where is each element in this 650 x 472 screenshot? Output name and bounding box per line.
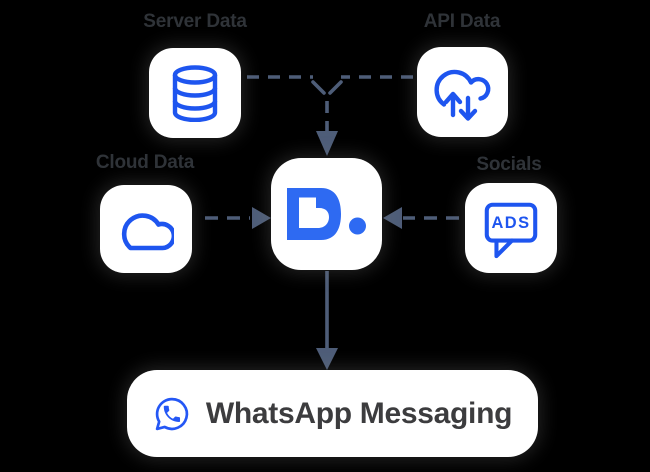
database-icon — [172, 65, 218, 122]
whatsapp-messaging-label: WhatsApp Messaging — [205, 396, 513, 430]
api-data-node — [417, 47, 508, 137]
cloud-icon — [121, 213, 174, 251]
api-data-label: API Data — [423, 11, 501, 32]
socials-label: Socials — [476, 154, 542, 175]
server-data-label: Server Data — [143, 11, 247, 32]
ads-bubble-text: ADS — [491, 214, 530, 232]
cloud-sync-icon — [433, 69, 490, 121]
socials-node: ADS — [465, 183, 557, 273]
ads-speech-bubble-icon: ADS — [484, 202, 538, 259]
server-data-node — [149, 48, 241, 138]
cloud-data-label: Cloud Data — [95, 152, 195, 173]
d-dot-logo — [286, 188, 366, 240]
cloud-data-node — [100, 185, 192, 273]
whatsapp-messaging-node: WhatsApp Messaging — [127, 370, 538, 457]
hub-node — [271, 158, 382, 270]
whatsapp-icon — [155, 397, 189, 430]
